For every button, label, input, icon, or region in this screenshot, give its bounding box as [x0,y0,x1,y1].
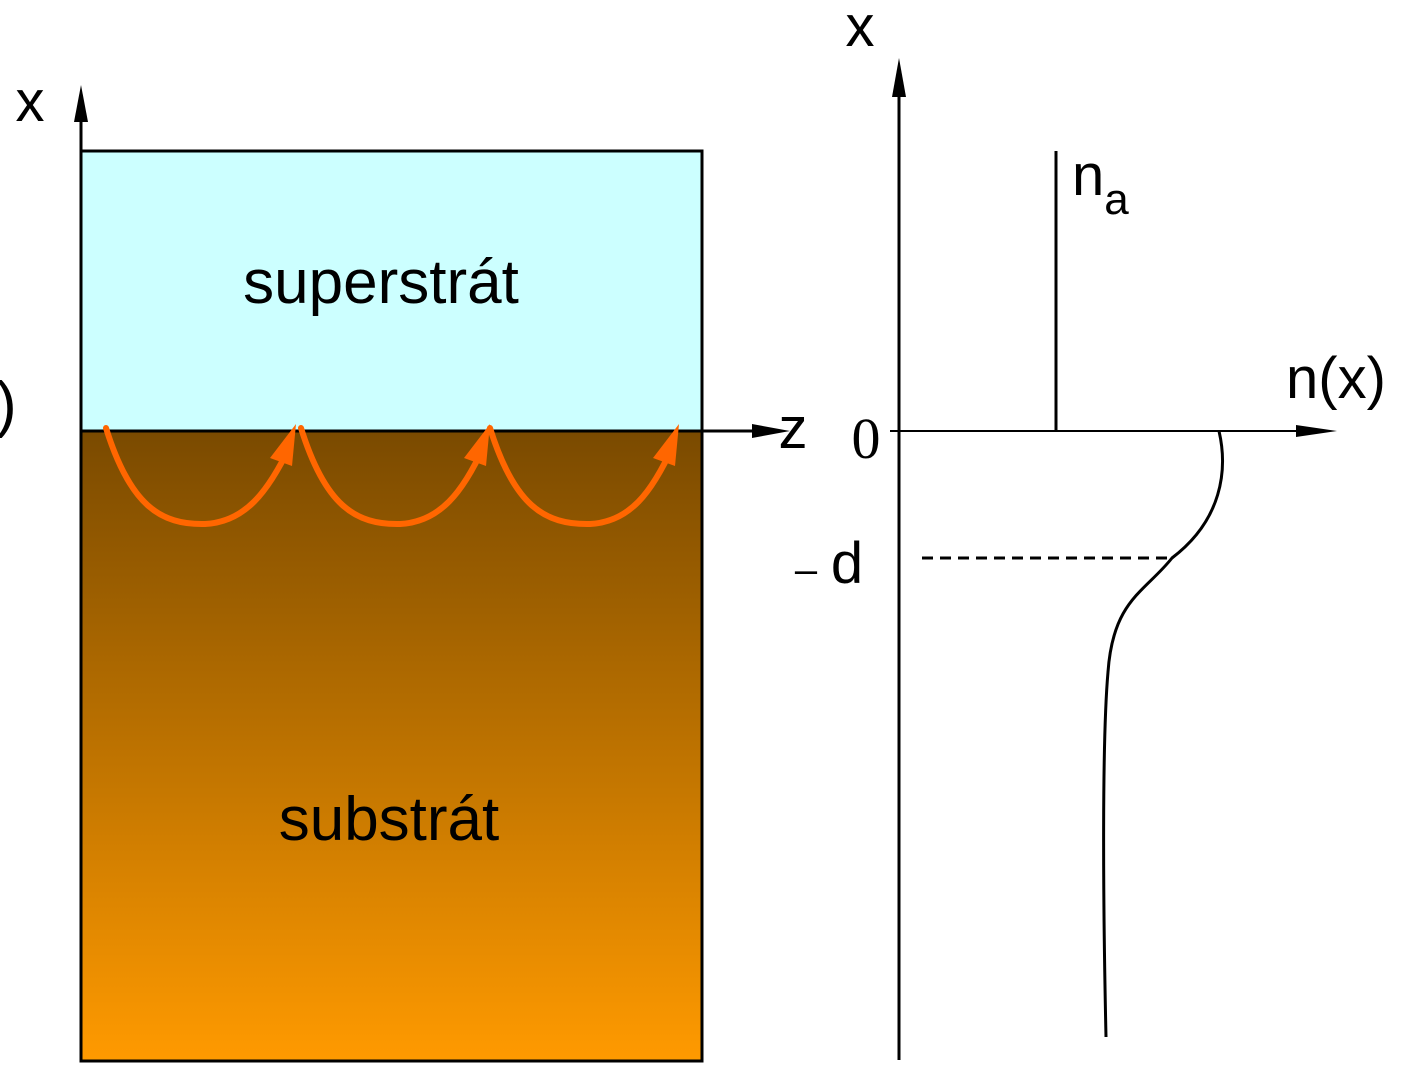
n-axis-arrowhead [1296,425,1337,437]
na-label: na [1072,143,1129,224]
left-x-axis-arrowhead [74,85,88,122]
ray-arrowhead-2 [464,424,490,466]
guided-rays [103,425,676,528]
ray-arc-1 [103,425,293,528]
right-x-axis-arrowhead [892,58,906,97]
substrate-region [79,429,704,1063]
superstrate-region [79,149,704,433]
ray-arc-2 [298,425,487,528]
left-x-axis-label: x [16,69,45,134]
index-profile-curve [1102,430,1224,1038]
z-axis-arrowhead [752,424,790,438]
zero-label: 0 [852,406,881,471]
right-panel: x n(x) 0 – d na [795,0,1386,1060]
ray-arc-3 [487,425,676,528]
na-subscript: a [1104,175,1129,224]
depth-minus: – [795,548,818,592]
left-panel: x z ) superstrát substrát [0,69,808,1063]
ray-arrowhead-3 [653,424,679,466]
n-axis-label: n(x) [1286,346,1386,411]
superstrate-label: superstrát [243,248,519,317]
right-x-axis-label: x [846,0,875,59]
ray-arrowheads [270,424,679,466]
depth-label: d [831,531,863,596]
na-symbol: n [1072,143,1104,208]
ray-arrowhead-1 [270,424,296,466]
substrate-label: substrát [279,785,500,854]
z-axis-label: z [779,396,808,461]
edge-parenthesis: ) [0,370,17,439]
